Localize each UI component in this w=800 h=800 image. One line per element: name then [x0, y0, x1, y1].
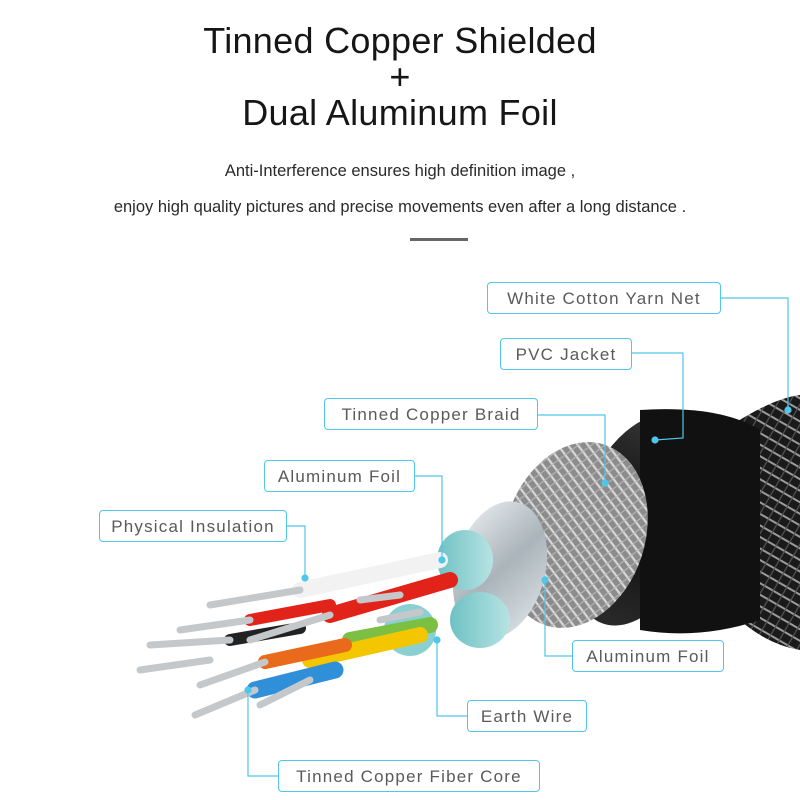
label-white-cotton-yarn-net: White Cotton Yarn Net: [487, 282, 721, 314]
title-line-2: Dual Aluminum Foil: [242, 92, 558, 133]
label-aluminum-foil-top: Aluminum Foil: [264, 460, 415, 492]
divider: [410, 238, 468, 241]
label-pvc-jacket: PVC Jacket: [500, 338, 632, 370]
title-plus: +: [389, 56, 411, 97]
subtitle-line-2: enjoy high quality pictures and precise …: [113, 198, 687, 216]
subtitle-line-1: Anti-Interference ensures high definitio…: [224, 162, 576, 180]
label-physical-insulation: Physical Insulation: [99, 510, 287, 542]
title-line-1: Tinned Copper Shielded: [203, 20, 597, 61]
callout-lines: [244, 297, 792, 777]
label-earth-wire: Earth Wire: [467, 700, 587, 732]
conductor-wires: [136, 552, 458, 719]
label-tinned-copper-fiber-core: Tinned Copper Fiber Core: [278, 760, 540, 792]
label-tinned-copper-braid: Tinned Copper Braid: [324, 398, 538, 430]
label-aluminum-foil-right: Aluminum Foil: [572, 640, 724, 672]
